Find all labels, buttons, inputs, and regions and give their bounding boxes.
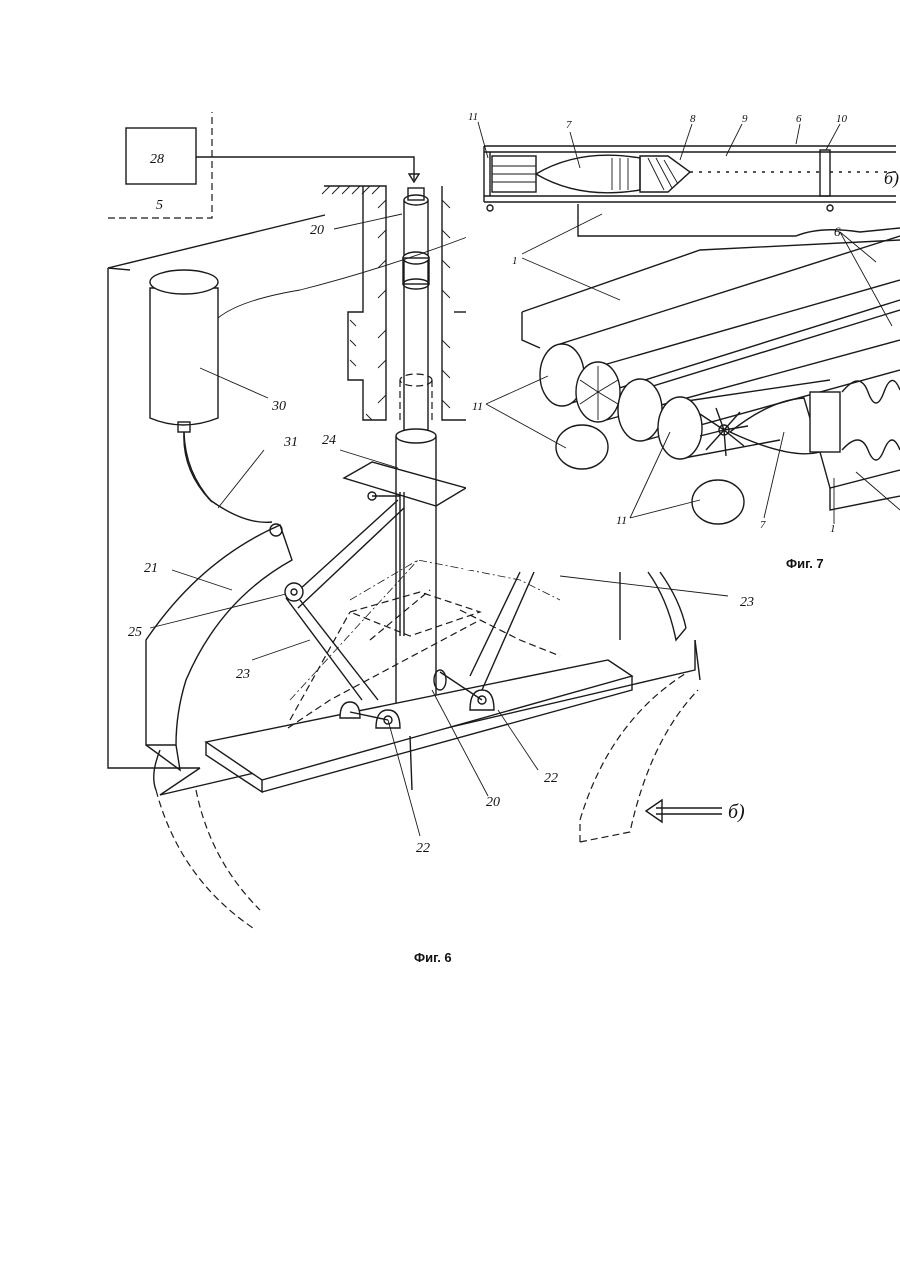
label-30: 30 bbox=[271, 399, 286, 414]
label-1-top: 1 bbox=[512, 255, 518, 267]
figure-6-caption: Фиг. 6 bbox=[414, 950, 452, 965]
label-view-b-fig6: б) bbox=[728, 801, 745, 823]
label-1-bottom: 1 bbox=[830, 523, 836, 535]
label-21: 21 bbox=[144, 561, 158, 576]
label-22-left: 22 bbox=[416, 841, 430, 856]
tank-30 bbox=[150, 270, 272, 522]
label-5: 5 bbox=[156, 198, 163, 213]
label-11-bottom: 11 bbox=[616, 513, 627, 527]
label-23-right: 23 bbox=[740, 595, 754, 610]
label-6-top: 6 bbox=[796, 113, 802, 125]
pit-walls bbox=[322, 186, 466, 420]
base-plate bbox=[206, 660, 632, 792]
label-view-b-fig7: б) bbox=[884, 168, 899, 189]
label-31: 31 bbox=[283, 435, 298, 450]
view-arrow-b bbox=[646, 800, 722, 822]
shoe-21-right bbox=[648, 572, 686, 640]
label-11-left: 11 bbox=[472, 399, 483, 413]
label-10: 10 bbox=[836, 113, 848, 125]
label-11-top: 11 bbox=[468, 111, 478, 123]
pipe-20 bbox=[396, 188, 436, 719]
label-6-bundle: 6 bbox=[834, 224, 841, 239]
label-25: 25 bbox=[128, 625, 142, 640]
label-24: 24 bbox=[322, 433, 336, 448]
figure-7: 11 7 8 9 6 10 б) 1 6 11 11 7 1 Фиг. 7 bbox=[466, 100, 900, 571]
label-22-right: 22 bbox=[544, 771, 558, 786]
label-20-bottom: 20 bbox=[486, 795, 500, 810]
bracket-24 bbox=[344, 462, 466, 506]
label-20-top: 20 bbox=[310, 223, 324, 238]
label-7-bottom: 7 bbox=[760, 519, 766, 531]
label-28: 28 bbox=[150, 152, 164, 167]
label-9: 9 bbox=[742, 113, 748, 125]
figure-7-caption: Фиг. 7 bbox=[786, 556, 824, 571]
label-8: 8 bbox=[690, 113, 696, 125]
label-7-top: 7 bbox=[566, 119, 572, 131]
fig7-background bbox=[466, 100, 900, 570]
label-23-left: 23 bbox=[236, 667, 250, 682]
